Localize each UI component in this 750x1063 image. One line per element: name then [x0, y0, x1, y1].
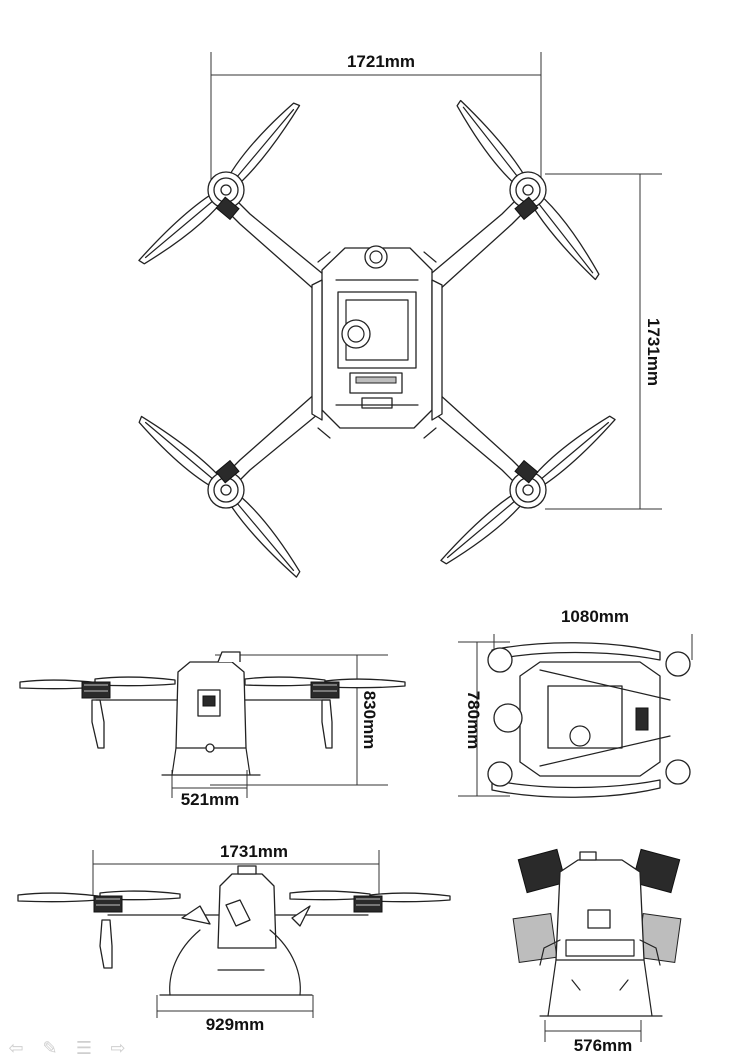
top-fuselage	[311, 245, 443, 439]
folded-width-label: 1080mm	[561, 607, 629, 626]
side-view: 830mm 521mm	[19, 651, 406, 809]
folded-front-leg-label: 576mm	[574, 1036, 633, 1055]
folded-length-dimension: 780mm	[458, 641, 510, 797]
top-length-dimension: 1731mm	[545, 173, 663, 510]
list-icon[interactable]: ☰	[75, 1038, 93, 1059]
side-height-dimension: 830mm	[210, 654, 388, 786]
top-view: 1721mm 1731mm	[133, 52, 663, 582]
front-view: 1731mm 929mm	[17, 842, 451, 1034]
folded-front-view: 576mm	[512, 848, 682, 1055]
top-length-label: 1731mm	[644, 318, 663, 386]
folded-front-leg-dimension: 576mm	[544, 1020, 642, 1055]
viewer-nav: ⇦ ✎ ☰ ⇨	[6, 1038, 128, 1059]
side-leg-label: 521mm	[181, 790, 240, 809]
side-leg-dimension: 521mm	[171, 770, 248, 809]
top-propellers	[133, 96, 620, 582]
top-width-label: 1721mm	[347, 52, 415, 71]
front-leg-dimension: 929mm	[156, 995, 314, 1034]
front-span-label: 1731mm	[220, 842, 288, 861]
arrow-left-icon[interactable]: ⇦	[8, 1038, 24, 1059]
top-width-dimension: 1721mm	[210, 52, 542, 188]
front-leg-label: 929mm	[206, 1015, 265, 1034]
folded-top-view: 1080mm 780mm	[458, 607, 693, 798]
side-height-label: 830mm	[360, 691, 379, 750]
arrow-right-icon[interactable]: ⇨	[110, 1038, 126, 1059]
folded-length-label: 780mm	[464, 691, 483, 750]
pencil-icon[interactable]: ✎	[42, 1038, 58, 1059]
front-span-dimension: 1731mm	[92, 842, 380, 900]
